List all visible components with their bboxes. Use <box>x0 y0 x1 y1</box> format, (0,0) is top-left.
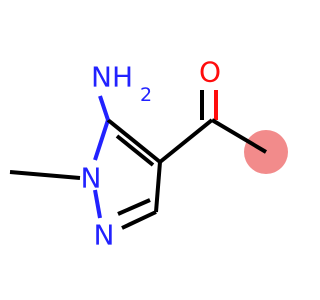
bond-n2-n1 <box>93 189 102 219</box>
molecule-structure-diagram: N N O NH 2 <box>9 56 288 252</box>
bond-carbonyl-methyl <box>210 118 268 154</box>
atom-o: O <box>199 56 221 89</box>
bond-c3-n2-double <box>117 198 151 216</box>
atom-n2: N <box>94 219 115 252</box>
bond-c5-c4-double <box>115 134 155 167</box>
atom-nh2: NH <box>91 61 133 94</box>
bond-c5-c4 <box>106 118 162 164</box>
bond-c5-nh2 <box>98 95 110 121</box>
atom-nh2-subscript: 2 <box>140 84 152 106</box>
bond-c3-n2 <box>121 210 157 230</box>
bond-n1-c5 <box>93 119 110 161</box>
atom-n1: N <box>81 162 102 195</box>
bond-c4-carbonyl <box>158 118 214 164</box>
bond-n1-methyl <box>9 170 81 180</box>
bond-c4-c3 <box>154 161 162 213</box>
